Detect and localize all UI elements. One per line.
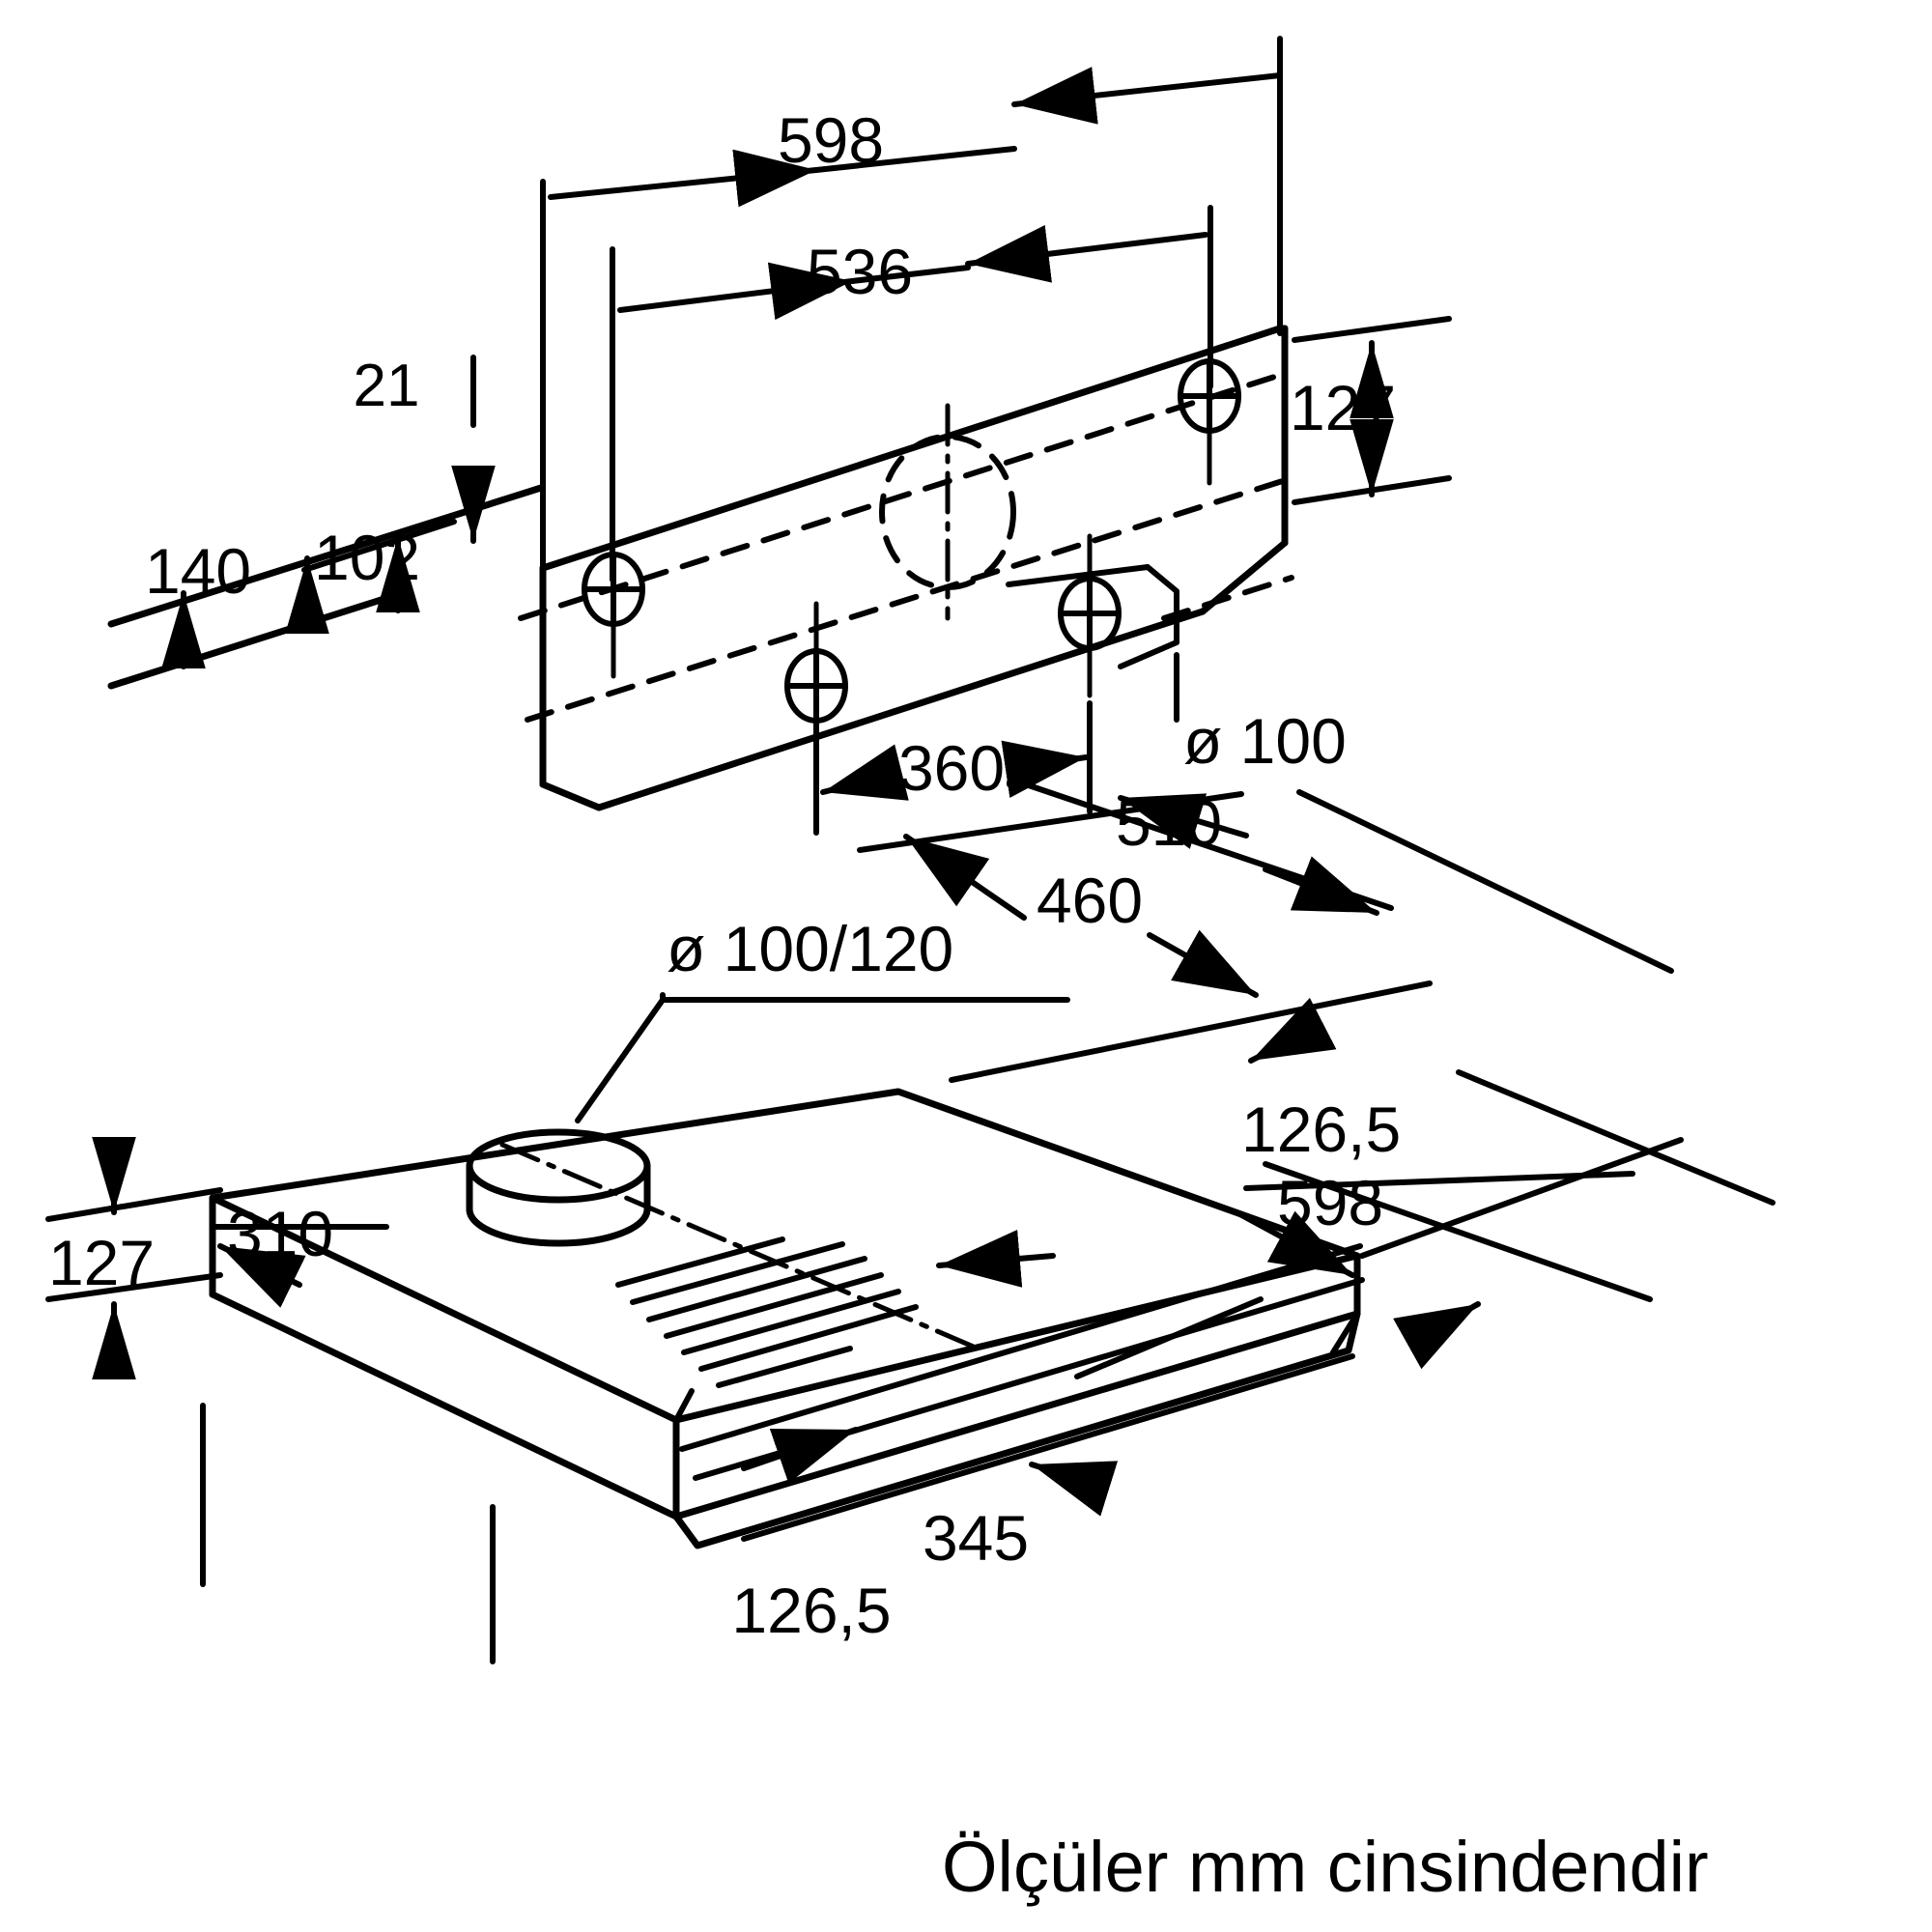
units-caption: Ölçüler mm cinsindendir xyxy=(942,1827,1709,1907)
dimension-102: 102 xyxy=(285,522,420,634)
dim-label-126-5-front: 126,5 xyxy=(731,1575,891,1646)
dim-label-127-top: 127 xyxy=(1290,372,1396,443)
dimension-310: 310 xyxy=(200,1198,496,1664)
dim-label-460: 460 xyxy=(1037,865,1143,936)
dim-label-140: 140 xyxy=(145,535,251,607)
dim-label-dia-100-120: ø 100/120 xyxy=(667,913,953,984)
hidden-lines xyxy=(518,370,1294,723)
dimension-460: 460 xyxy=(857,791,1433,1083)
dimension-598-top: 598 xyxy=(548,67,1283,208)
duct-dia-100-120-leader: ø 100/120 xyxy=(575,913,1070,1123)
duct-dia-100-leader: ø 100 xyxy=(1174,652,1347,777)
dimension-345: 345 xyxy=(923,1461,1119,1574)
dimension-21: 21 xyxy=(354,353,496,544)
right-projection-rails xyxy=(1074,789,1776,1379)
extension-lines-top xyxy=(540,36,1283,582)
hood-axis-centerline xyxy=(499,1142,979,1350)
dimension-360: 360 xyxy=(813,673,1093,836)
dimension-598-iso: 598 xyxy=(936,1161,1653,1302)
dim-label-598-iso: 598 xyxy=(1277,1167,1383,1238)
dimension-140: 140 xyxy=(145,535,251,669)
dim-label-102: 102 xyxy=(314,522,420,593)
dim-label-598-top: 598 xyxy=(778,104,884,176)
dim-label-310: 310 xyxy=(227,1198,333,1269)
dim-label-536: 536 xyxy=(807,236,913,307)
dim-label-345: 345 xyxy=(923,1502,1029,1574)
top-view-group: 598 536 21 140 102 xyxy=(107,36,1452,836)
dim-label-127-iso: 127 xyxy=(48,1227,155,1298)
dimension-510: 510 xyxy=(1007,778,1394,916)
duct-circle-hidden xyxy=(879,434,1016,590)
dim-label-21: 21 xyxy=(354,353,420,419)
iso-view-group: ø 100/120 127 310 1 xyxy=(45,778,1776,1664)
dimension-126-5-front: 126,5 xyxy=(731,1427,892,1646)
screw-hole-right-bottom xyxy=(1058,533,1122,698)
pullout-slide-panel xyxy=(672,1243,1365,1549)
dimension-536: 536 xyxy=(617,225,1208,321)
dim-label-360: 360 xyxy=(898,732,1005,804)
dimension-127-iso: 127 xyxy=(45,1137,223,1379)
dim-label-dia-100: ø 100 xyxy=(1183,705,1347,777)
dim-label-126-5-right: 126,5 xyxy=(1241,1094,1401,1165)
duct-boss xyxy=(466,1128,651,1247)
dimension-127-top: 127 xyxy=(1290,316,1452,505)
dimension-126-5-right: 126,5 xyxy=(1241,997,1481,1370)
grease-filter-louvres xyxy=(615,1236,919,1388)
